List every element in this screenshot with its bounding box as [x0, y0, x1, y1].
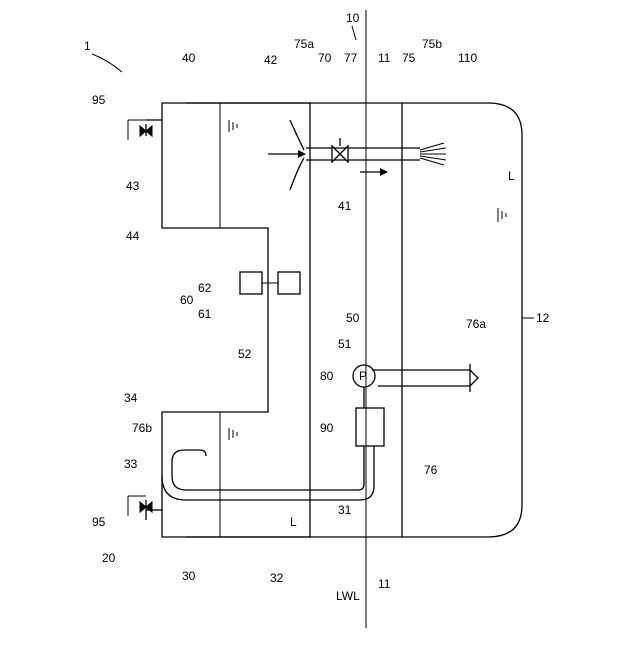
- label-95-top: 95: [92, 93, 106, 107]
- label-33: 33: [124, 457, 138, 471]
- label-1: 1: [84, 39, 91, 53]
- label-90: 90: [320, 421, 334, 435]
- label-50: 50: [346, 311, 360, 325]
- label-11-top: 11: [378, 51, 391, 65]
- label-75: 75: [402, 51, 416, 65]
- filter-90: [356, 408, 384, 446]
- label-80: 80: [320, 369, 334, 383]
- label-110: 110: [458, 51, 477, 65]
- label-77: 77: [344, 51, 358, 65]
- label-70: 70: [318, 51, 332, 65]
- label-42: 42: [264, 53, 278, 67]
- label-61: 61: [198, 307, 212, 321]
- flow-arrow-curve-top: [290, 120, 304, 150]
- surface-marks: [229, 120, 506, 440]
- pump-symbol: P: [359, 369, 367, 383]
- label-52: 52: [238, 347, 252, 361]
- valve-95-top: [128, 120, 162, 140]
- arrowhead-left: [298, 150, 306, 158]
- label-34: 34: [124, 391, 138, 405]
- label-43: 43: [126, 179, 140, 193]
- leader-10: [352, 26, 356, 40]
- label-44: 44: [126, 229, 140, 243]
- label-lwl: LWL: [336, 589, 360, 603]
- label-11-bottom: 11: [378, 577, 391, 591]
- label-10: 10: [346, 11, 360, 25]
- leader-1: [92, 54, 122, 72]
- label-20: 20: [102, 551, 116, 565]
- label-95-bottom: 95: [92, 515, 106, 529]
- label-76b: 76b: [132, 421, 152, 435]
- level-L-inner: L: [290, 515, 297, 529]
- label-32: 32: [270, 571, 284, 585]
- label-62: 62: [198, 281, 212, 295]
- label-41: 41: [338, 199, 352, 213]
- label-75a: 75a: [294, 37, 314, 51]
- tank-outline: [162, 103, 310, 537]
- flow-arrow-curve-bottom: [290, 158, 304, 190]
- arrowhead-right: [380, 168, 388, 176]
- label-76: 76: [424, 463, 438, 477]
- spray-75b: [420, 143, 446, 165]
- suction-pipe-76a: [372, 370, 478, 386]
- label-76a: 76a: [466, 317, 486, 331]
- pipe-76-inner: [162, 446, 374, 500]
- component-62: [240, 272, 262, 294]
- label-40: 40: [182, 51, 196, 65]
- label-75b: 75b: [422, 37, 442, 51]
- label-12: 12: [536, 311, 550, 325]
- label-30: 30: [182, 569, 196, 583]
- label-51: 51: [338, 337, 352, 351]
- pipe-76-outer: [172, 446, 364, 490]
- component-61: [278, 272, 300, 294]
- level-L-right: L: [508, 169, 515, 183]
- valve-95-bottom: [128, 496, 162, 520]
- label-60: 60: [180, 293, 194, 307]
- label-31: 31: [338, 503, 352, 517]
